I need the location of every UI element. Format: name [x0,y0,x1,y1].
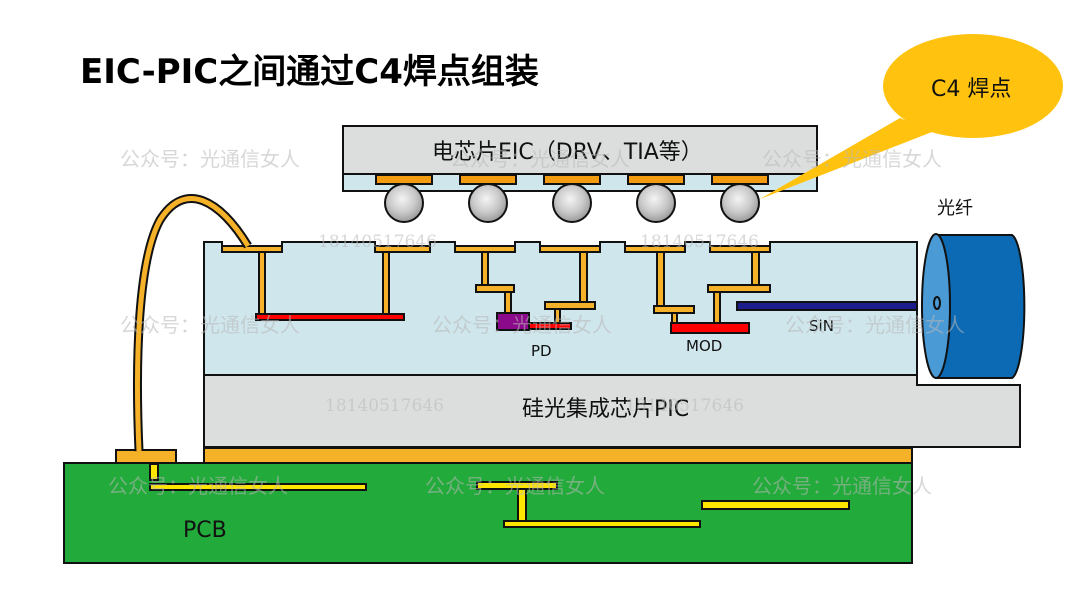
slide-title: EIC-PIC之间通过C4焊点组装 [80,52,539,92]
watermark-account: 公众号：光通信女人 [432,313,612,337]
wirebond-pad [115,449,177,464]
pad [374,245,431,253]
watermark-account: 公众号：光通信女人 [120,147,300,171]
eic-bump-pad [375,174,433,185]
pad [221,245,283,253]
pic-label: 硅光集成芯片PIC [522,397,689,422]
mod-label: MOD [686,337,722,355]
watermark-phone: 18140517646 [640,232,759,252]
watermark-account: 公众号：光通信女人 [108,474,288,498]
c4-callout-label: C4 焊点 [931,77,1011,102]
c4-callout-bubble [883,34,1063,138]
pcb-via [149,463,159,481]
pad [709,245,771,253]
pad [539,245,601,253]
modulator-electrode [670,322,750,334]
watermark-phone: 18140517646 [318,232,437,252]
pic-interconnects [258,251,771,324]
c4-solder-bump [720,183,760,223]
pic-pcb-bond-layer [203,447,913,464]
watermark-account: 公众号：光通信女人 [120,313,300,337]
eic-bump-pad [459,174,517,185]
c4-solder-bump [552,183,592,223]
c4-bumps [375,174,769,223]
pad [624,245,686,253]
heater-electrode [255,313,405,321]
watermark-phone: 18140517646 [625,396,744,416]
watermark-account: 公众号：光通信女人 [450,147,630,171]
pd-label: PD [531,342,552,360]
pcb-traces [149,463,850,528]
fiber-label: 光纤 [937,198,973,219]
c4-solder-bump [468,183,508,223]
watermark-account: 公众号：光通信女人 [762,147,942,171]
watermark-account: 公众号：光通信女人 [752,474,932,498]
pic-top-pads [221,245,771,253]
watermark-account: 公众号：光通信女人 [785,313,965,337]
pcb-board [63,462,913,564]
eic-label: 电芯片EIC（DRV、TIA等） [432,140,703,165]
pcb-label: PCB [183,518,227,543]
pd-absorber [496,312,530,331]
eic-bump-pad [711,174,769,185]
pcb-trace [701,500,850,510]
c4-solder-bump [384,183,424,223]
fiber-core [933,296,941,310]
pcb-trace [149,483,367,491]
c4-callout-pointer [760,118,932,199]
eic-chip [342,125,818,175]
watermarks: 公众号：光通信女人 公众号：光通信女人 公众号：光通信女人 1814051764… [108,147,965,498]
eic-bump-pad [543,174,601,185]
eic-bump-pad [627,174,685,185]
pcb-trace [503,520,701,528]
sin-waveguide [736,301,918,311]
watermark-phone: 18140517646 [325,396,444,416]
optical-fiber [921,233,1026,379]
c4-solder-bump [636,183,676,223]
fiber-end-face [921,233,951,379]
watermark-account: 公众号：光通信女人 [425,474,605,498]
sin-label: SiN [809,317,834,335]
